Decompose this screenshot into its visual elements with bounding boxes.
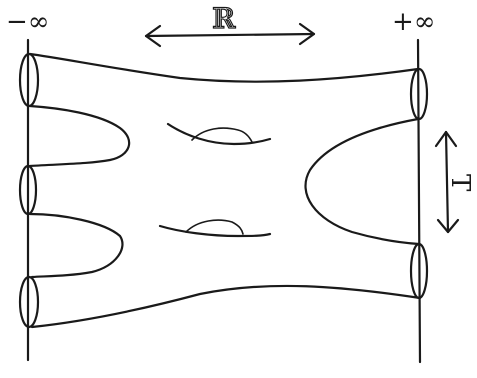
left-end-middle [18,164,38,216]
right-axis-line [416,38,422,364]
t-arrow-bottom-head [436,218,460,234]
handle-upper-top [191,127,253,143]
left-indent-lower [28,212,124,279]
left-end-bottom [18,275,40,329]
label-minus-infinity: −∞ [6,7,49,37]
label-plus-infinity: +∞ [392,7,435,37]
left-indent-upper [28,104,131,168]
r-arrow-shaft [144,32,316,38]
label-t: T [445,174,475,192]
handle-lower-top [185,219,244,235]
handle-upper-bottom [166,122,272,146]
label-r: ℝ [212,2,236,35]
r-arrow-left-head [144,24,162,48]
surface-top-edge [28,52,420,83]
t-arrow-top-head [434,130,458,148]
handle-lower-bottom [158,224,272,238]
right-indent [304,117,421,246]
surface-bottom-edge [30,284,422,329]
t-arrow-shaft [444,130,450,234]
r-arrow-right-head [298,22,316,46]
